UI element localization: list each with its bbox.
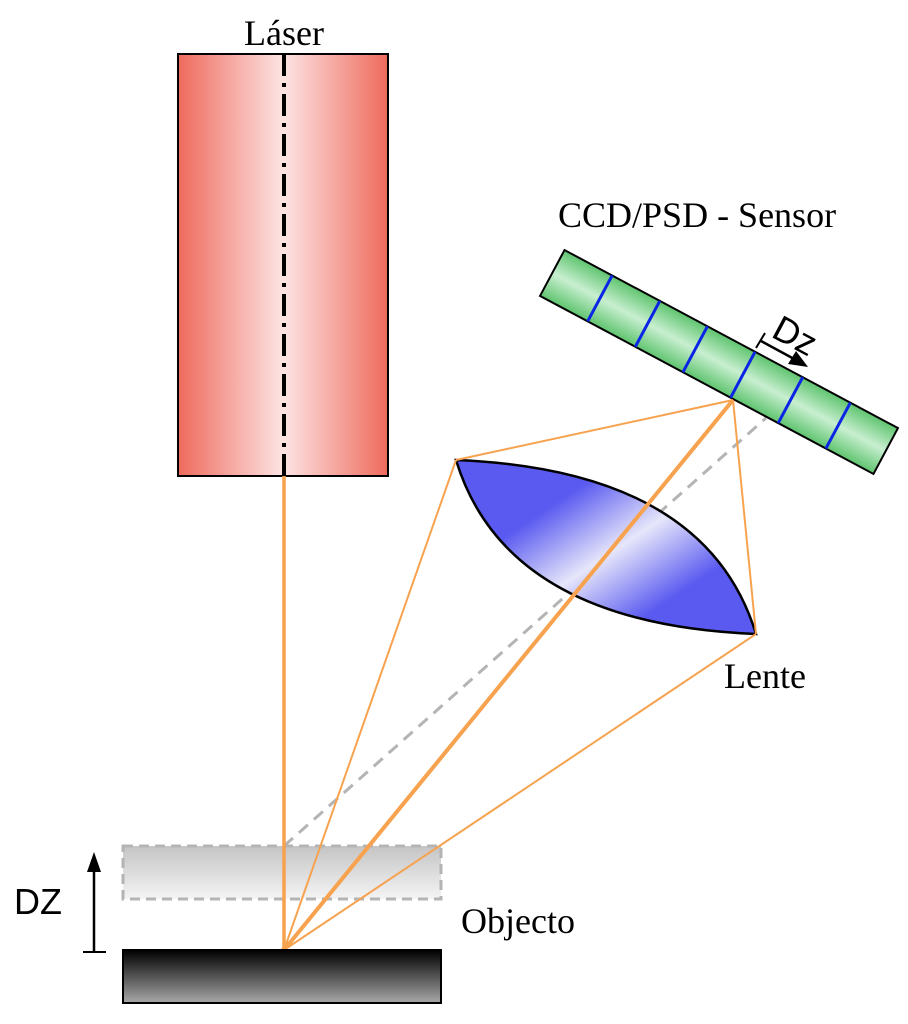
lens-lower-ray-out: [732, 399, 757, 635]
sensor-pixel-lines: [586, 274, 852, 450]
displacement-label: DZ: [14, 881, 62, 922]
arrowhead-icon: [788, 351, 808, 367]
object-label: Objecto: [461, 901, 575, 941]
laser-label: Láser: [244, 13, 324, 53]
laser-housing: [177, 53, 389, 477]
lens-lower-ray-in: [283, 633, 757, 951]
displacement-marker: DZ: [14, 852, 106, 953]
up-arrow-icon: [87, 852, 101, 872]
sensor-shift-label: Dz: [766, 307, 824, 364]
lens: [454, 458, 758, 636]
lens-upper-ray-out: [455, 399, 734, 461]
sensor-shift-arrow: [760, 339, 797, 362]
displaced-object-position: [121, 844, 443, 901]
sensor-label: CCD/PSD - Sensor: [558, 195, 836, 235]
reference-ray: [283, 416, 767, 848]
main-reflected-ray: [282, 398, 735, 952]
object-block: [122, 949, 442, 1004]
lens-label: Lente: [724, 656, 806, 696]
light-rays: [282, 398, 757, 952]
ccd-psd-sensor: [538, 248, 900, 476]
lens-upper-ray-in: [283, 459, 457, 951]
